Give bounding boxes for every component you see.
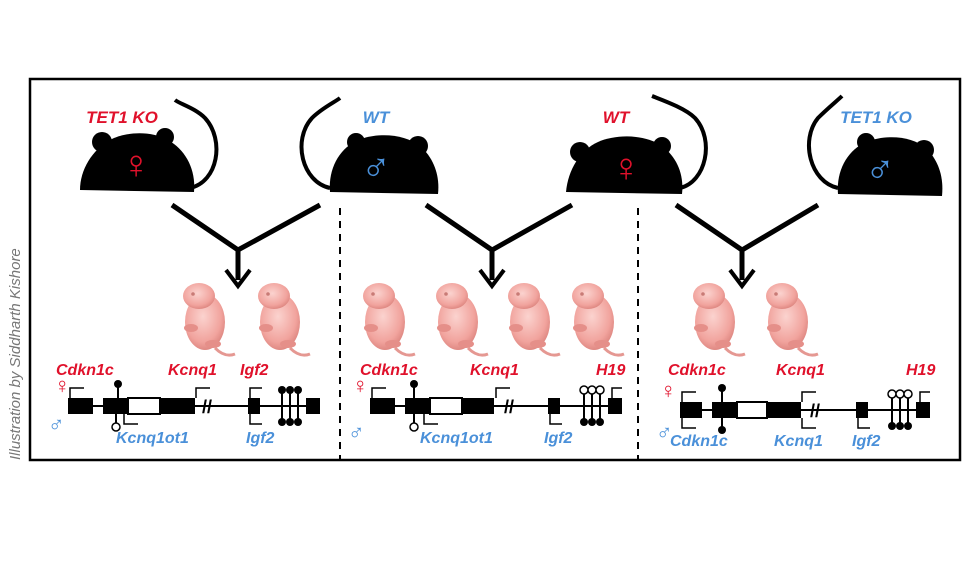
- gene-label: Kcnq1: [168, 362, 217, 379]
- gene-map-panel3: //: [680, 384, 930, 434]
- mouse-female-panel1: ♀: [80, 98, 219, 192]
- gene-label: Igf2: [852, 433, 881, 450]
- parent-label-male-3: TET1 KO: [840, 108, 912, 127]
- parent-label-female-1: TET1 KO: [86, 108, 158, 127]
- outer-frame: [28, 77, 962, 462]
- mouse-male-panel3: ♂: [806, 94, 943, 196]
- gene-label: H19: [906, 362, 935, 379]
- gene-label: Kcnq1ot1: [420, 430, 493, 447]
- female-symbol: ♀: [54, 373, 71, 398]
- gene-map-panel2: //: [370, 380, 622, 432]
- svg-text://: //: [504, 397, 514, 417]
- gene-label: Igf2: [544, 430, 573, 447]
- gene-label: Cdkn1c: [668, 362, 726, 379]
- mouse-female-panel3: ♀: [566, 94, 708, 194]
- male-symbol: ♂: [656, 420, 673, 445]
- gene-label: Cdkn1c: [56, 362, 114, 379]
- cross-arrows: [170, 202, 820, 290]
- gene-label: Kcnq1: [774, 433, 823, 450]
- male-symbol: ♂: [48, 412, 65, 437]
- gene-label: Kcnq1ot1: [116, 430, 189, 447]
- pups: [181, 281, 820, 357]
- male-symbol: ♂: [361, 146, 391, 190]
- gene-map-panel1: //: [68, 380, 320, 432]
- gene-label: Igf2: [246, 430, 275, 447]
- gene-label: Cdkn1c: [360, 362, 418, 379]
- female-symbol: ♀: [660, 378, 677, 403]
- gene-label: Cdkn1c: [670, 433, 728, 450]
- parent-label-male-1: WT: [363, 108, 391, 127]
- female-symbol: ♀: [611, 146, 641, 190]
- parent-label-female-3: WT: [603, 108, 631, 127]
- illustration-credit: Illustration by Siddharth Kishore: [7, 248, 24, 460]
- female-symbol: ♀: [352, 373, 369, 398]
- male-symbol: ♂: [865, 148, 895, 192]
- gene-label: Kcnq1: [470, 362, 519, 379]
- svg-text://: //: [810, 401, 820, 421]
- svg-text://: //: [202, 397, 212, 417]
- gene-label: H19: [596, 362, 625, 379]
- gene-label: Kcnq1: [776, 362, 825, 379]
- mouse-male-panel1: ♂: [299, 96, 439, 194]
- male-symbol: ♂: [348, 420, 365, 445]
- gene-label: Igf2: [240, 362, 269, 379]
- female-symbol: ♀: [121, 143, 151, 187]
